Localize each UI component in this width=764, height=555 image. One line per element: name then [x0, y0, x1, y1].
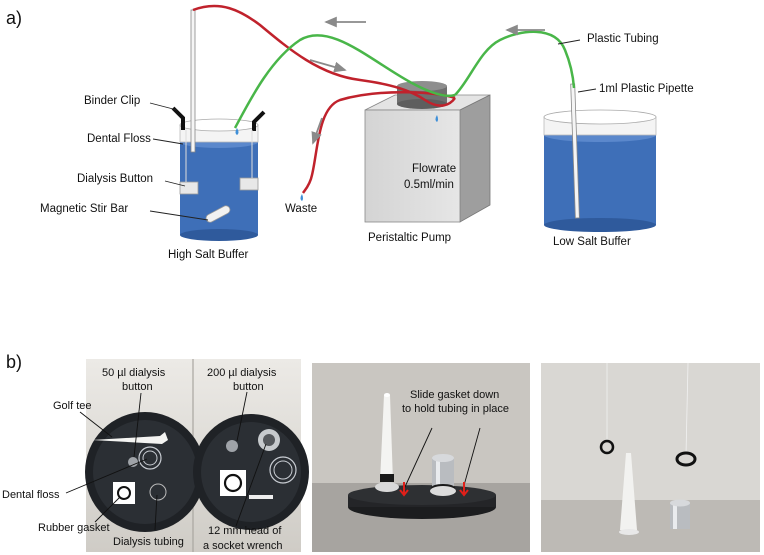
- label-200ul-2: button: [233, 381, 264, 393]
- flow-arrow-3: [309, 59, 347, 73]
- red-tubing-waste: [301, 90, 456, 194]
- label-high-salt-buffer: High Salt Buffer: [168, 249, 249, 261]
- leader-plastic-tubing: [557, 39, 581, 45]
- label-wrench-1: 12 mm head of: [208, 525, 282, 537]
- binder-clip-icon: [171, 106, 266, 131]
- leader-pipette: [577, 88, 597, 93]
- low-salt-beaker: [543, 109, 657, 232]
- label-flowrate: Flowrate: [412, 163, 456, 175]
- label-slide-1: Slide gasket down: [410, 389, 499, 401]
- flow-arrow-4: [311, 117, 323, 145]
- leader-binder-clip: [149, 102, 178, 111]
- red-arrow-1: [399, 482, 409, 497]
- leader-200ul: [236, 391, 248, 442]
- label-slide-2: to hold tubing in place: [402, 403, 509, 415]
- leader-stir-bar: [149, 210, 209, 221]
- dialysis-button-right: [239, 177, 259, 191]
- leader-dental-floss: [152, 138, 184, 145]
- label-dental-floss-b: Dental floss: [2, 489, 60, 501]
- drop-icon: [235, 128, 239, 135]
- waste-drop-icon: [300, 194, 303, 201]
- label-waste: Waste: [285, 203, 317, 215]
- label-magnetic-stir-bar: Magnetic Stir Bar: [40, 203, 128, 215]
- green-tubing-out: [233, 34, 456, 129]
- label-plastic-pipette: 1ml Plastic Pipette: [599, 83, 694, 95]
- label-binder-clip: Binder Clip: [84, 95, 140, 107]
- label-200ul-1: 200 µl dialysis: [207, 367, 277, 379]
- red-arrow-2: [459, 482, 469, 497]
- label-golf-tee: Golf tee: [53, 400, 92, 412]
- photo-assembled-stand: [312, 363, 530, 552]
- panel-b-tag: b): [6, 352, 22, 372]
- dialysis-button-left: [179, 181, 199, 195]
- leader-dental-floss-b: [65, 458, 148, 494]
- leader-golf-tee: [79, 411, 113, 438]
- label-rubber-gasket: Rubber gasket: [38, 522, 110, 534]
- leader-dialysis-tubing: [154, 494, 158, 531]
- label-dialysis-tubing: Dialysis tubing: [113, 536, 184, 548]
- leader-50ul: [133, 392, 142, 458]
- label-flowrate-value: 0.5ml/min: [404, 179, 454, 191]
- label-50ul-2: button: [122, 381, 153, 393]
- peristaltic-pump: [364, 81, 491, 223]
- leader-slide-1: [403, 427, 433, 490]
- green-tubing-in: [454, 30, 576, 96]
- red-tubing-in: [192, 4, 457, 107]
- photo-suspended-buttons: [541, 362, 760, 552]
- leader-rubber-gasket: [94, 496, 121, 523]
- label-plastic-tubing: Plastic Tubing: [587, 33, 659, 45]
- label-low-salt-buffer: Low Salt Buffer: [553, 236, 631, 248]
- high-salt-pipette: [190, 9, 196, 153]
- label-dental-floss: Dental Floss: [87, 133, 151, 145]
- leader-slide-2: [462, 427, 481, 490]
- label-wrench-2: a socket wrench: [203, 540, 282, 552]
- label-dialysis-button: Dialysis Button: [77, 173, 153, 185]
- pump-drop-icon: [435, 115, 438, 122]
- label-50ul-1: 50 µl dialysis: [102, 367, 166, 379]
- label-peristaltic-pump: Peristaltic Pump: [368, 232, 451, 244]
- photo-dialysis-kit: [85, 359, 309, 552]
- leader-wrench: [235, 443, 267, 527]
- leader-dialysis-button: [164, 180, 186, 187]
- panel-a-tag: a): [6, 8, 22, 28]
